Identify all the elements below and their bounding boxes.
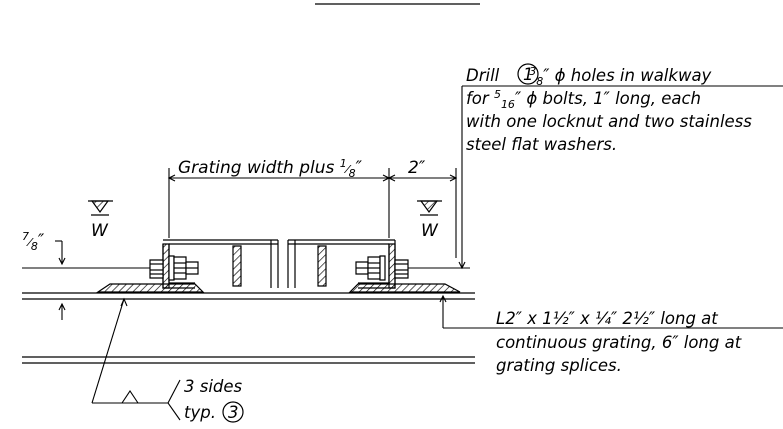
angle-note-line-3: grating splices. [496, 356, 622, 375]
grating-width-dimension [169, 168, 456, 258]
weld-marker-right [417, 201, 442, 215]
angle-note-line-1: L2″ x 1½″ x ¼″ 2½″ long at [496, 309, 718, 328]
weld-note-line-2: typ. [184, 403, 216, 422]
edge-distance-label: 2″ [408, 158, 426, 178]
right-grating-section [288, 240, 460, 292]
weld-symbol-leader [92, 299, 180, 420]
drill-note-line-4: steel flat washers. [466, 135, 617, 154]
weld-note-line-1: 3 sides [184, 377, 243, 396]
drill-note-callout-number: 1 [523, 65, 534, 84]
drill-note-callout-circle [518, 64, 538, 84]
weld-label-right: W [421, 221, 439, 241]
weld-label-left: W [91, 221, 109, 241]
drill-note-leader [459, 86, 783, 268]
weld-marker-left [88, 201, 113, 215]
grating-width-label: Grating width plus 1⁄8″ [178, 157, 363, 180]
bolt-height-dimension [22, 241, 470, 320]
left-grating-section [98, 240, 278, 292]
drill-note-line-3: with one locknut and two stainless [466, 112, 752, 131]
beam-flange-lines [22, 293, 475, 363]
bolt-height-label: 7⁄8″ [22, 230, 45, 253]
weld-note-callout-number: 3 [228, 403, 239, 422]
angle-note-leader [440, 296, 783, 328]
weld-note-callout-circle [223, 402, 243, 422]
left-bolt-assembly [150, 256, 198, 280]
right-bolt-assembly [356, 256, 408, 280]
angle-note-line-2: continuous grating, 6″ long at [496, 333, 742, 352]
drill-note-line-2: for 516″ ϕ bolts, 1″ long, each [466, 88, 701, 111]
